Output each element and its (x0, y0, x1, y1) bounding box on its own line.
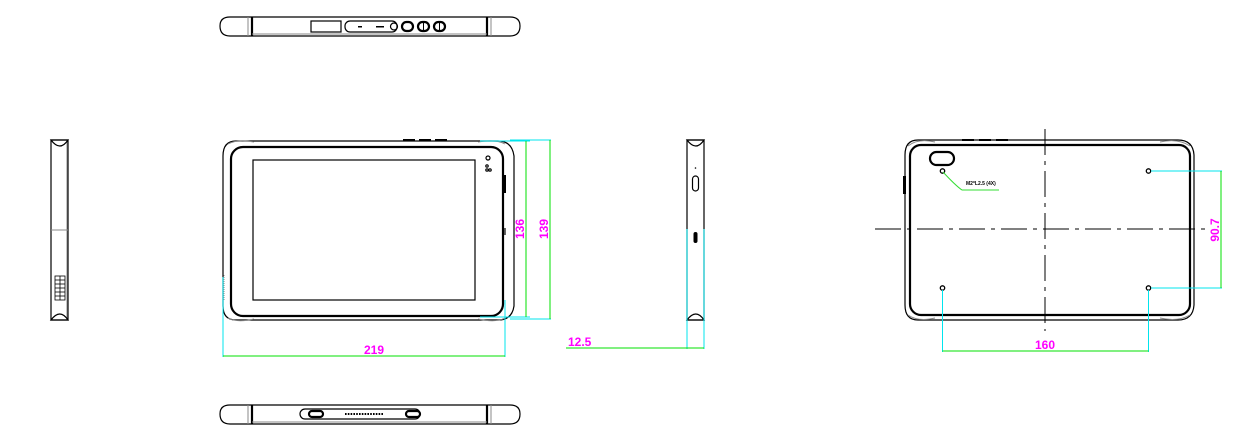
dimension-hole-spacing-y: 90.7 (1208, 218, 1222, 242)
mount-hole-callout: M2*L2.5 (4X) (966, 181, 996, 187)
left-side-view (49, 139, 70, 321)
mount-hole-top-right (1145, 168, 1152, 174)
back-view: M2*L2.5 (4X) 90.7 160 (875, 129, 1222, 352)
dimension-height-outer: 139 (537, 219, 551, 239)
front-camera-icon (485, 155, 491, 161)
front-bezel (229, 145, 505, 318)
usb-port-icon (691, 175, 700, 192)
light-sensor-icon (485, 164, 489, 168)
dimension-height-inner: 136 (513, 219, 527, 239)
top-view (219, 16, 521, 37)
front-view: 219 136 139 (222, 139, 551, 357)
dimension-hole-spacing-x: 160 (1035, 338, 1055, 352)
pogo-port-icon (693, 232, 698, 243)
mount-hole-bottom-right (1145, 285, 1152, 291)
display-area (252, 159, 476, 301)
port-cover (344, 20, 398, 33)
audio-jack-icon (389, 22, 399, 31)
right-side-view: 12.5 (566, 139, 706, 349)
power-button (400, 20, 415, 33)
speaker-left-icon (307, 409, 325, 419)
speaker-grille-icon (54, 275, 66, 301)
sim-slot-cover (310, 20, 342, 33)
mount-hole-top-left (939, 168, 946, 174)
rear-camera-icon (928, 150, 956, 167)
speaker-right-icon (404, 409, 422, 419)
bottom-view (219, 404, 521, 425)
dimension-thickness: 12.5 (568, 335, 592, 349)
dimension-width: 219 (364, 343, 384, 357)
mount-hole-bottom-left (939, 285, 946, 291)
